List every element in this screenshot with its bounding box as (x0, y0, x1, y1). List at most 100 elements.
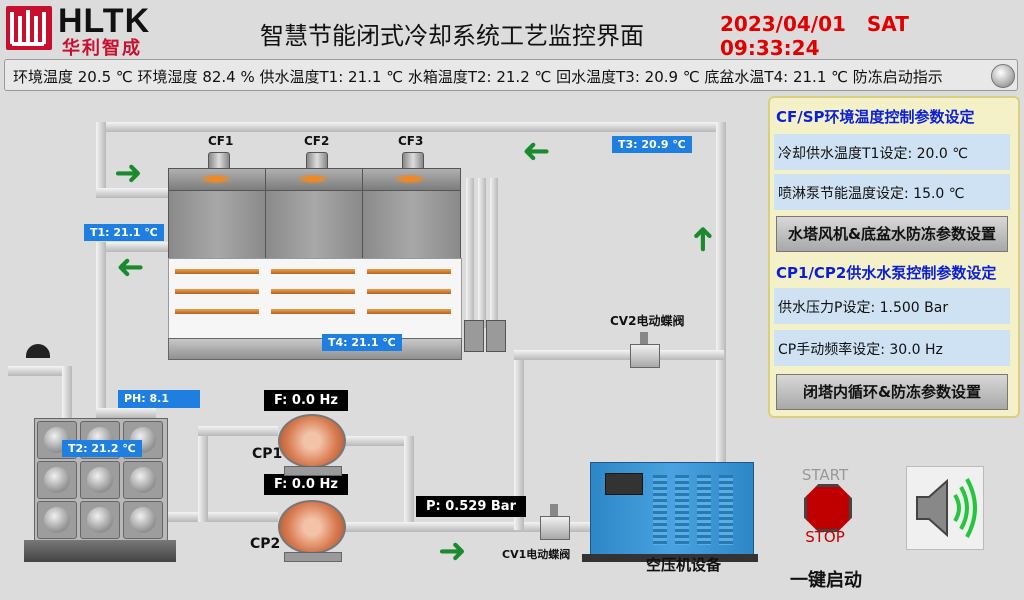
tower-side-pipe-2 (478, 178, 486, 328)
spray-pump-setpoint-row[interactable]: 喷淋泵节能温度设定: 15.0 ℃ (774, 174, 1010, 210)
spray-pump-setpoint-text: 喷淋泵节能温度设定: 15.0 ℃ (778, 186, 965, 202)
pipe-to-cp1 (198, 426, 278, 436)
flow-arrow-left-icon: ➜ (116, 247, 145, 287)
cv2-actuator-icon (640, 332, 648, 344)
one-key-start-label: 一键启动 (790, 570, 862, 591)
cv2-valve-label: CV2电动蝶阀 (610, 314, 685, 328)
compressor-grille (697, 475, 711, 545)
pump-manifold-left (198, 426, 208, 522)
cv1-valve-icon[interactable] (540, 516, 570, 540)
tower-cell-2 (265, 190, 363, 260)
t1-setpoint-row[interactable]: 冷却供水温度T1设定: 20.0 ℃ (774, 134, 1010, 170)
pipe-left-upper (96, 122, 106, 198)
logo-mark (6, 6, 52, 50)
stop-sign-icon (804, 484, 852, 532)
pressure-setpoint-row[interactable]: 供水压力P设定: 1.500 Bar (774, 288, 1010, 324)
cooling-tower[interactable] (168, 152, 462, 360)
status-bar: 环境温度 20.5 ℃ 环境湿度 82.4 % 供水温度T1: 21.1 ℃ 水… (4, 59, 1018, 91)
tank-panel (123, 501, 163, 539)
spray-pump-1-icon[interactable] (464, 320, 484, 352)
fan-label-cf1: CF1 (208, 134, 234, 148)
tank-panel (80, 461, 120, 499)
pump-cp2-base (284, 552, 342, 562)
tank-outlet-pipe (166, 512, 278, 522)
tower-side-pipe-1 (466, 178, 474, 328)
tower-basin (168, 338, 462, 360)
cp1-outlet-pipe (342, 436, 412, 446)
pump-cp1[interactable] (278, 414, 346, 468)
status-readings: 环境温度 20.5 ℃ 环境湿度 82.4 % 供水温度T1: 21.1 ℃ 水… (13, 68, 943, 86)
fan-deck-cf3[interactable] (362, 168, 461, 192)
tower-side-pipe-3 (490, 178, 498, 328)
header: HLTK 华利智成 智慧节能闭式冷却系统工艺监控界面 2023/04/01 SA… (0, 0, 1024, 60)
coil-bar (367, 309, 451, 314)
coil-bar (271, 289, 355, 294)
t1-setpoint-text: 冷却供水温度T1设定: 20.0 ℃ (778, 146, 968, 162)
pipe-to-tank (96, 408, 156, 418)
start-label: START (801, 466, 849, 484)
manual-frequency-text: CP手动频率设定: 30.0 Hz (778, 342, 943, 358)
clock-date: 2023/04/01 (720, 12, 846, 36)
tower-cell-3 (362, 190, 461, 260)
tank-breather-icon (26, 344, 50, 358)
coil-bar (271, 309, 355, 314)
speaker-icon (916, 478, 977, 538)
tank-panel (80, 501, 120, 539)
bypass-pipe-vertical (514, 350, 524, 530)
compressor-control-panel (605, 473, 643, 495)
cp1-frequency-tag: F: 0.0 Hz (264, 390, 348, 411)
t2-tank-temp-tag: T2: 21.2 ℃ (62, 440, 142, 457)
cp2-frequency-tag: F: 0.0 Hz (264, 474, 348, 495)
supply-pipe-down (96, 242, 106, 418)
tank-vent-pipe (8, 366, 70, 376)
antifreeze-indicator-light (991, 64, 1015, 88)
fan-deck-cf2[interactable] (265, 168, 363, 192)
fan-deck-cf1[interactable] (168, 168, 266, 192)
flow-arrow-right-icon: ➜ (438, 531, 467, 571)
coil-bar (175, 309, 259, 314)
pump-cp2[interactable] (278, 500, 346, 554)
tower-antifreeze-settings-button[interactable]: 水塔风机&底盆水防冻参数设置 (776, 216, 1008, 252)
clock-time: 09:33:24 (720, 36, 820, 60)
compressor-grille (675, 475, 689, 545)
flow-arrow-left-icon: ➜ (522, 131, 551, 171)
tower-coil-section (168, 258, 462, 340)
logo-text: HLTK (58, 2, 151, 40)
fan-blade-icon (199, 174, 233, 184)
fan-label-cf3: CF3 (398, 134, 424, 148)
section-title-fan-temp: CF/SP环境温度控制参数设定 (776, 108, 975, 126)
compressor-grille (719, 475, 733, 545)
coil-bar (367, 269, 451, 274)
stop-label: STOP (805, 528, 845, 546)
t1-supply-temp-tag: T1: 21.1 ℃ (84, 224, 164, 241)
pump-manifold-right (404, 436, 414, 532)
pump-cp1-base (284, 466, 342, 476)
t3-return-temp-tag: T3: 20.9 ℃ (612, 136, 692, 153)
loop-antifreeze-settings-button[interactable]: 闭塔内循环&防冻参数设置 (776, 374, 1008, 410)
clock-weekday: SAT (866, 12, 909, 36)
coil-bar (271, 269, 355, 274)
tower-cell-1 (168, 190, 266, 260)
pipe-right-vertical (716, 122, 726, 462)
alarm-speaker-button[interactable] (906, 466, 984, 550)
compressor-grille (653, 475, 667, 545)
cv1-actuator-icon (550, 504, 558, 516)
logo-icon (10, 10, 46, 46)
start-stop-button[interactable]: START STOP (790, 466, 860, 548)
logo-chinese-name: 华利智成 (62, 38, 142, 59)
compressor-base (582, 554, 758, 562)
manual-frequency-row[interactable]: CP手动频率设定: 30.0 Hz (774, 330, 1010, 366)
water-tank[interactable] (34, 418, 168, 542)
flow-arrow-right-icon: ➜ (114, 153, 143, 193)
coil-bar (175, 289, 259, 294)
ph-tag: PH: 8.1 (118, 390, 200, 408)
air-compressor[interactable] (590, 462, 754, 556)
cv2-valve-icon[interactable] (630, 344, 660, 368)
tank-vent-pipe-down (62, 366, 72, 426)
coil-bar (367, 289, 451, 294)
fan-label-cf2: CF2 (304, 134, 330, 148)
tank-panel (37, 501, 77, 539)
cv1-valve-label: CV1电动蝶阀 (502, 548, 571, 561)
spray-pump-2-icon[interactable] (486, 320, 506, 352)
fan-blade-icon (296, 174, 330, 184)
